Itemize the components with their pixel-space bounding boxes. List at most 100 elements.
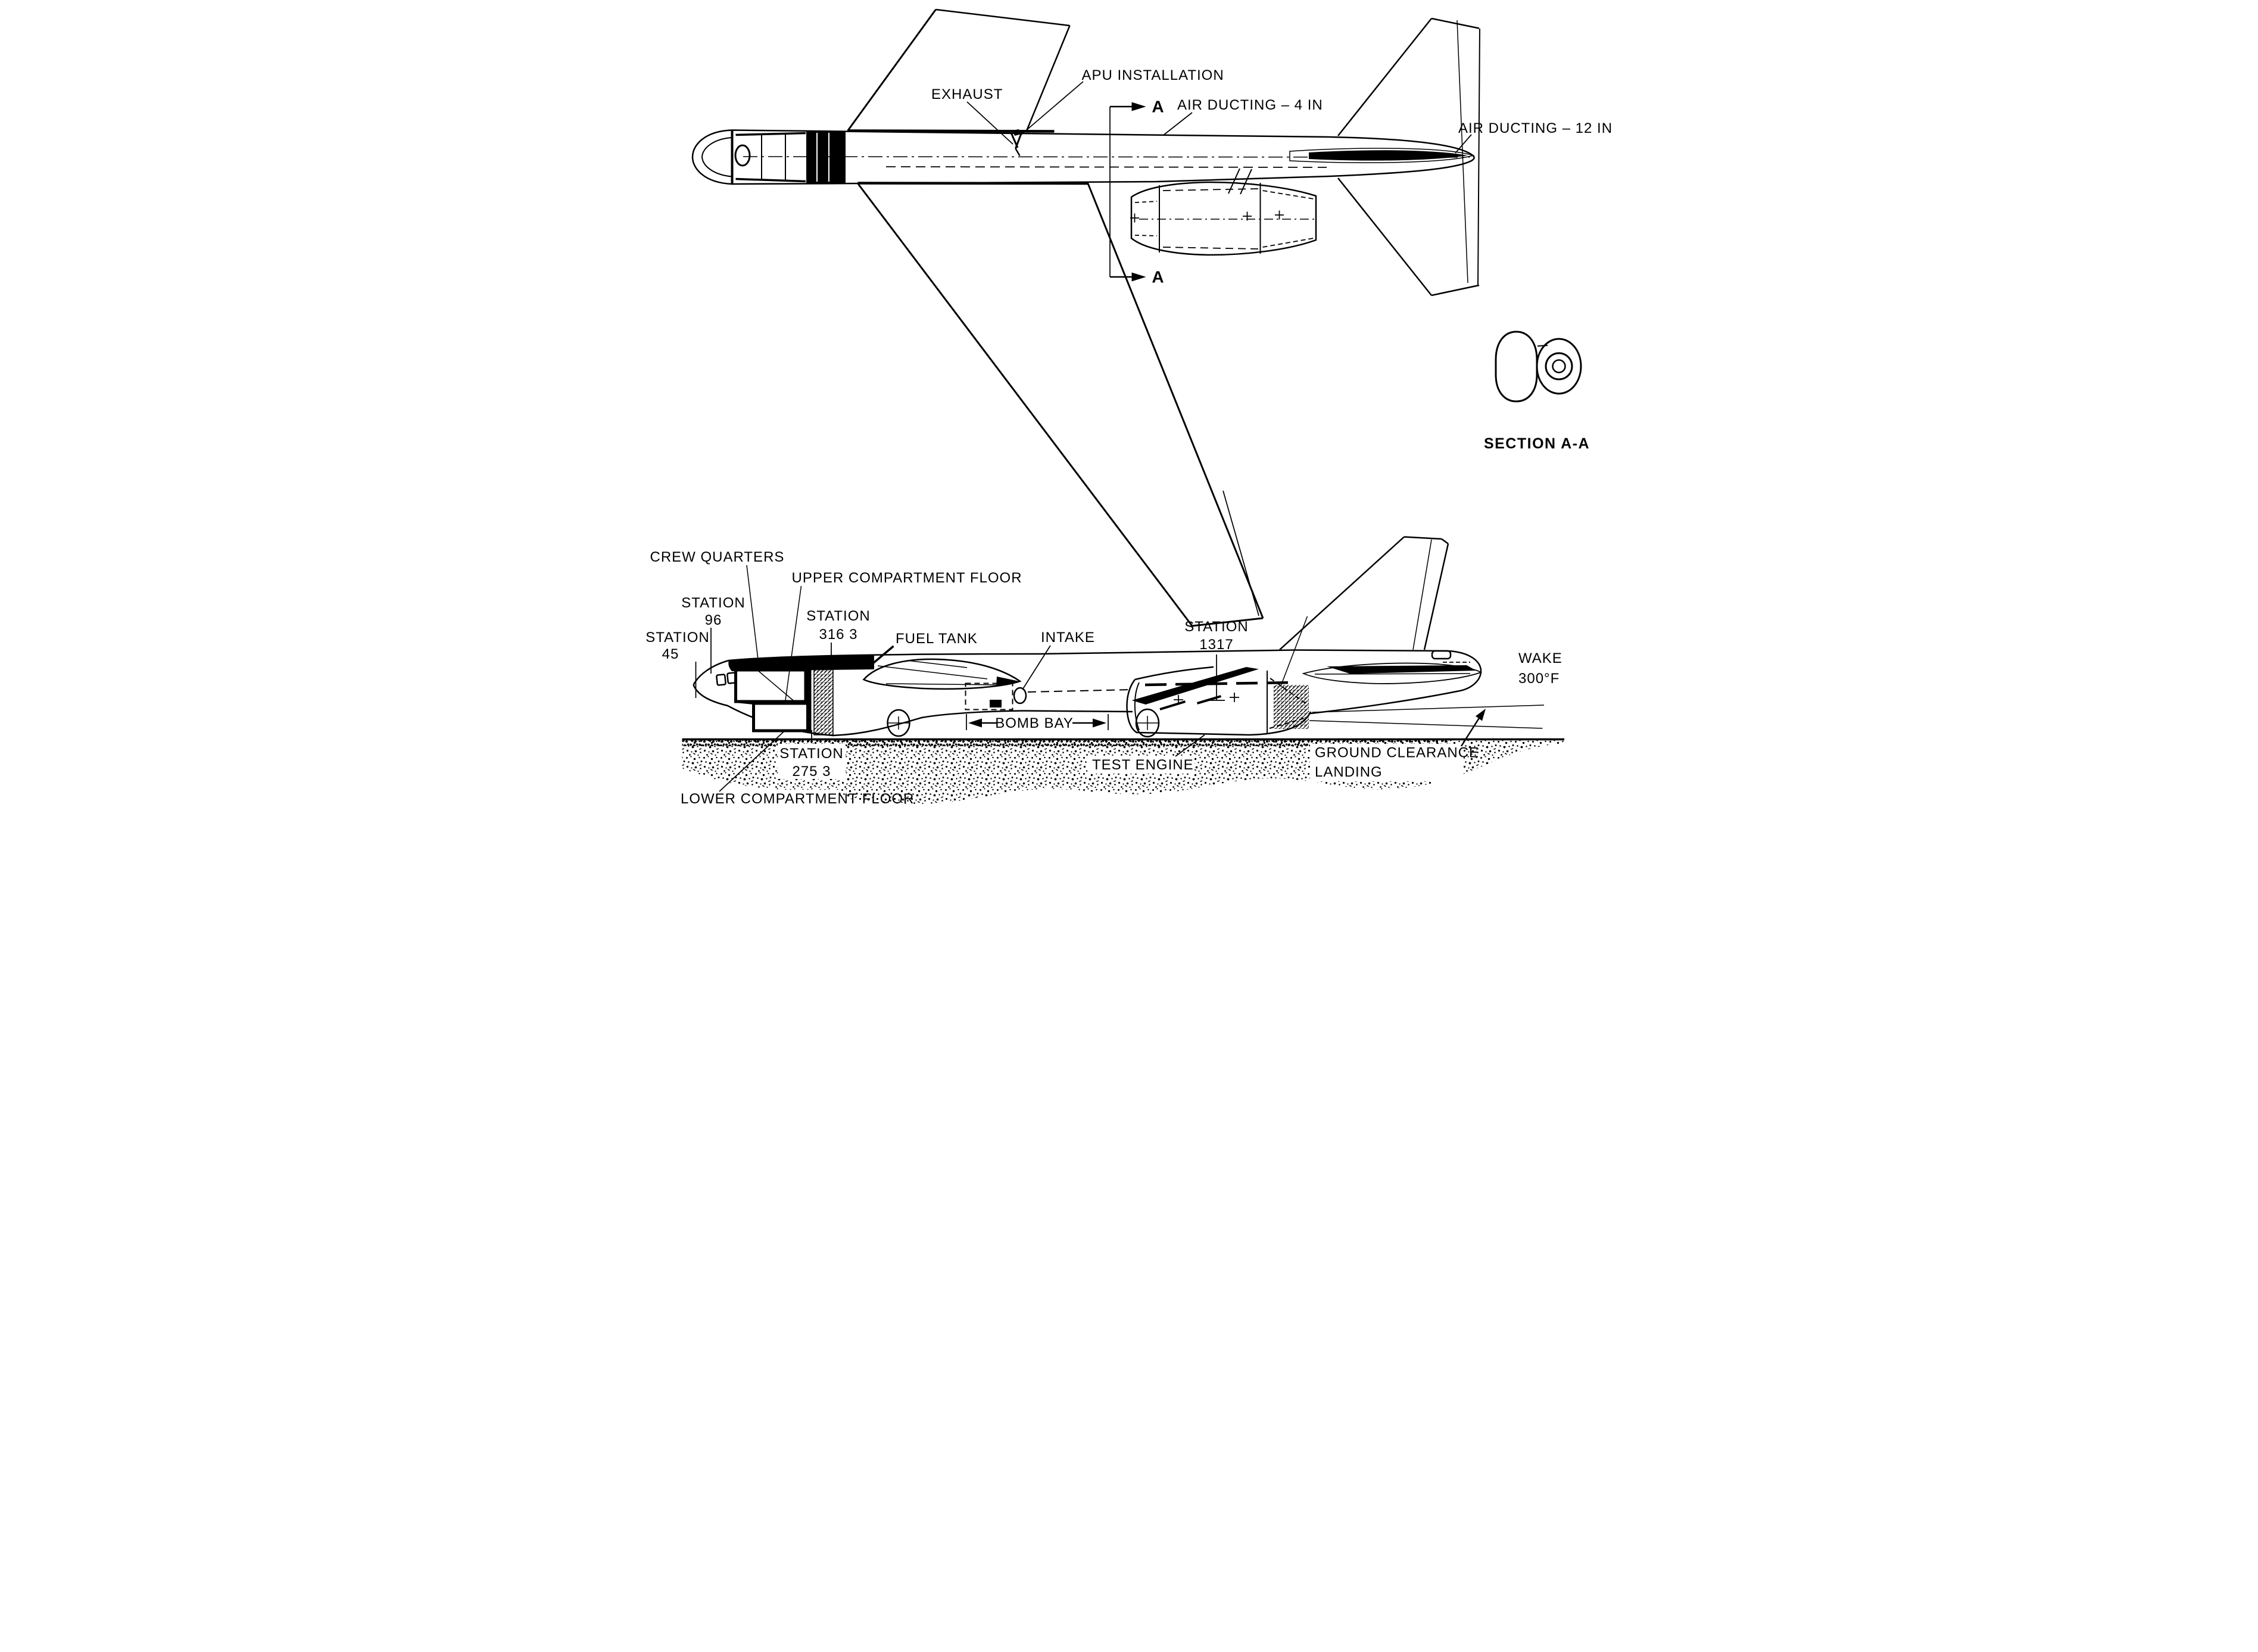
ground-clearance-box: [1310, 744, 1464, 781]
section-aa-caption: SECTION A-A: [1484, 435, 1590, 452]
wake-line-upper: [1312, 705, 1545, 713]
crew-quarters-label: CREW QUARTERS: [650, 549, 785, 565]
section-engine-outer: [1536, 338, 1582, 395]
plan-nacelle-dash: [1134, 235, 1158, 236]
upper-floor-leader: [785, 585, 802, 701]
aircraft-engineering-diagram: EXHAUST APU INSTALLATION AIR DUCTING – 4…: [564, 0, 1694, 826]
lower-floor-box: [676, 790, 839, 808]
fuel-tank-leader: [868, 645, 894, 668]
plan-canopy-frame-bottom: [735, 177, 806, 183]
lower-floor-leader: [719, 730, 786, 792]
station-3163-label-2: 316 3: [819, 626, 857, 643]
side-nacelle-rear-hatch: [1274, 685, 1309, 729]
section-fuselage-cross: [1495, 331, 1538, 403]
exhaust-label: EXHAUST: [931, 86, 1003, 102]
plan-upper-stab-tip-chord: [1431, 17, 1480, 29]
section-arrow-bottom: [1131, 272, 1146, 282]
side-tail-duct-fill: [1327, 665, 1476, 674]
side-lower-compartment: [752, 702, 809, 733]
station-2753-label-1: STATION: [779, 746, 843, 762]
exhaust-leader: [966, 101, 1013, 145]
station-2753-label-2: 275 3: [792, 763, 831, 780]
plan-test-engine-nacelle: [1130, 168, 1317, 256]
lower-floor-label: LOWER COMPARTMENT FLOOR: [681, 791, 914, 807]
air-ducting-12-label: AIR DUCTING – 12 IN: [1458, 120, 1613, 136]
plan-wing-root-heavy-bottom: [857, 182, 1089, 185]
station-1317-label-1: STATION: [1184, 619, 1248, 635]
plan-wing-carrythrough-band: [806, 131, 846, 183]
side-nacelle-top: [1134, 666, 1214, 681]
plan-tail-duct-outline: [1289, 148, 1475, 163]
wake-label-2: 300°F: [1518, 671, 1560, 687]
apu-leader: [1021, 81, 1084, 135]
labels: EXHAUST APU INSTALLATION AIR DUCTING – 4…: [645, 67, 1613, 807]
rear-landing-gear-wheel: [1135, 708, 1160, 738]
side-airfoil-chord: [877, 665, 988, 679]
section-marker-top: A: [1152, 98, 1164, 116]
station-96-label-2: 96: [705, 612, 722, 628]
test-engine-box: [1087, 756, 1195, 774]
section-engine-core: [1552, 359, 1566, 373]
plan-canopy-frame-top: [735, 132, 806, 136]
bomb-bay-arrow-left: [968, 718, 982, 728]
side-equipment-unit: [990, 700, 1002, 707]
plan-near-wing-tip-chord: [1192, 617, 1264, 627]
apu-exhaust-notch: [1010, 129, 1023, 157]
side-station-3163-bulkhead-band: [813, 659, 834, 735]
plan-nacelle-dash: [1262, 190, 1314, 200]
section-arrow-top: [1131, 102, 1146, 111]
bomb-bay-dimension: [966, 714, 1109, 730]
plan-tail-duct-filled: [1309, 150, 1468, 161]
plan-nacelle-dash: [1162, 247, 1259, 250]
side-rudder-hinge: [1412, 539, 1432, 650]
plan-nacelle-dash: [1134, 201, 1158, 203]
side-nacelle-inlet-lip: [1134, 682, 1140, 731]
section-marker-bottom: A: [1152, 268, 1164, 286]
plan-wing-root-heavy-top: [847, 129, 1055, 133]
plan-far-wing-leading-edge: [847, 9, 937, 131]
side-tail-access-panel: [1431, 650, 1452, 660]
front-landing-gear-wheel: [887, 709, 910, 737]
duct12-leader: [1455, 134, 1472, 154]
plan-lower-stab-leading-edge: [1337, 177, 1432, 296]
station-1317-label-2: 1317: [1199, 637, 1233, 653]
plan-nacelle-dash: [1262, 238, 1314, 248]
side-stab-root-lens: [1302, 662, 1483, 684]
side-fuselage-belly: [693, 684, 1133, 737]
side-view: [693, 536, 1545, 743]
bomb-bay-label: BOMB BAY: [995, 715, 1074, 731]
wake-label-1: WAKE: [1518, 650, 1562, 666]
plan-near-wing-leading-edge: [857, 183, 1193, 626]
plan-nacelle-datum-cross: [1130, 210, 1284, 223]
plan-pylon-line: [1240, 169, 1252, 195]
side-vertical-fin: [1279, 536, 1449, 650]
ground-clearance-label-2: LANDING: [1315, 764, 1383, 780]
side-test-engine-nacelle: [1126, 616, 1312, 736]
ground-dense-strip: [682, 740, 1451, 746]
test-engine-label: TEST ENGINE: [1092, 757, 1194, 773]
side-airfoil-chord: [885, 683, 997, 685]
intake-label: INTAKE: [1041, 629, 1095, 646]
bomb-bay-arrow-right: [1093, 718, 1106, 728]
plan-nacelle-outline: [1130, 181, 1317, 256]
duct4-leader: [1164, 112, 1193, 135]
section-link-line: [1537, 345, 1548, 347]
plan-fuselage-outline: [691, 129, 1475, 185]
plan-upper-stab-leading-edge: [1337, 18, 1432, 136]
side-upper-compartment: [734, 668, 807, 703]
section-cut-line: [1109, 102, 1146, 282]
crew-quarters-leader: [746, 565, 760, 672]
side-intake-scoop: [1013, 687, 1027, 705]
side-canopy-band: [728, 655, 874, 671]
plan-view: [691, 8, 1480, 627]
plan-far-wing-trailing-edge: [1026, 25, 1071, 130]
side-compartment-diagonal: [758, 671, 794, 701]
plan-aileron-hinge-line: [1222, 490, 1259, 616]
section-engine-mid: [1545, 352, 1573, 381]
upper-floor-label: UPPER COMPARTMENT FLOOR: [792, 570, 1022, 586]
ground-clearance-label-1: GROUND CLEARANCE: [1315, 745, 1479, 761]
side-fairing-dash: [1159, 700, 1186, 710]
air-ducting-4-label: AIR DUCTING – 4 IN: [1177, 97, 1323, 113]
station-45-label-2: 45: [662, 646, 679, 662]
plan-near-wing-trailing-edge: [1087, 183, 1264, 619]
